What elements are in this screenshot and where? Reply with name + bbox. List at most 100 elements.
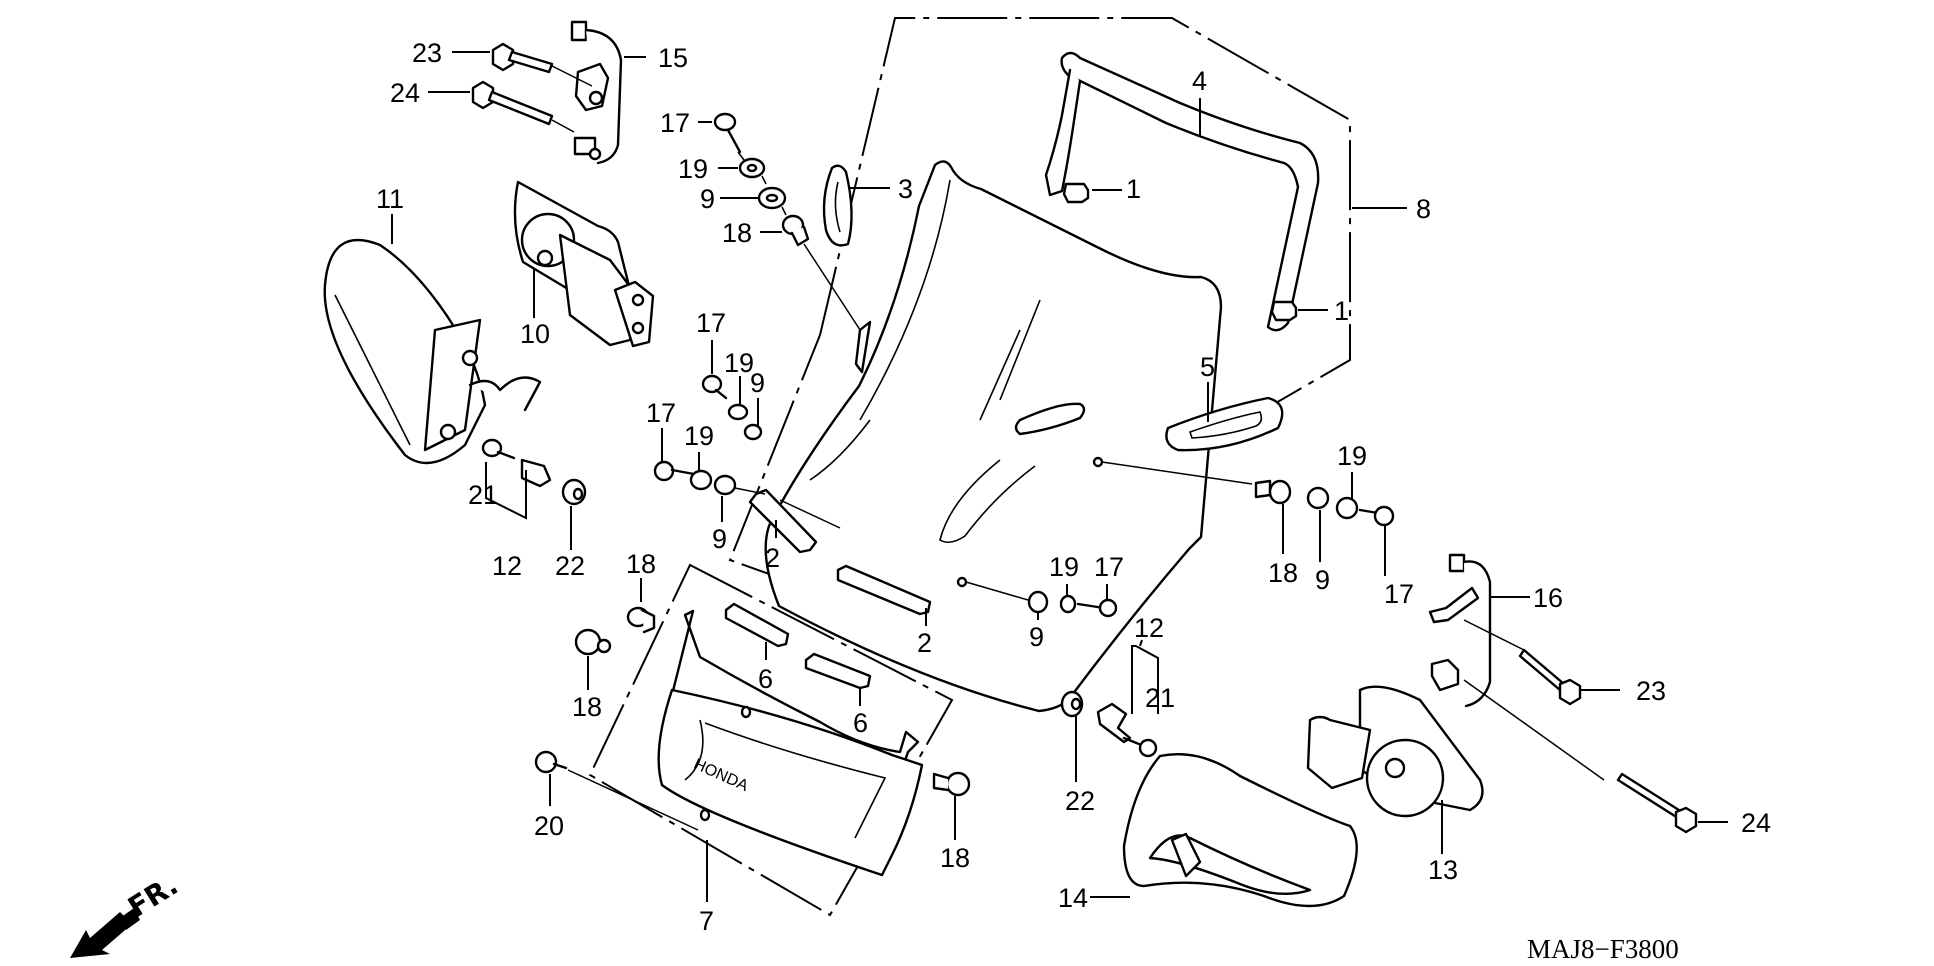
mirror-left[interactable] — [513, 180, 655, 348]
callout-21: 21 — [1145, 683, 1175, 713]
clip-1-a[interactable] — [1062, 182, 1090, 204]
nut-9-mid[interactable] — [743, 423, 763, 441]
rubber-grommet-5[interactable] — [1165, 396, 1284, 452]
callout-3: 3 — [898, 174, 913, 204]
nut-9-center[interactable] — [1027, 590, 1049, 614]
lower-garnish-7[interactable]: HONDA — [657, 609, 924, 877]
callout-17: 17 — [696, 308, 726, 338]
callout-11: 11 — [376, 184, 404, 214]
spacer-strip-6-b[interactable] — [804, 652, 872, 690]
washer-19-lower[interactable] — [689, 469, 713, 491]
callout-22: 22 — [555, 551, 585, 581]
front-direction-arrow: FR. — [70, 868, 184, 958]
clip-12-left[interactable] — [520, 458, 552, 488]
screw-17-center[interactable] — [1076, 598, 1118, 618]
callout-14: 14 — [1058, 883, 1088, 913]
flange-bolt-23-right[interactable] — [1463, 619, 1582, 706]
nut-22-left[interactable] — [561, 478, 587, 506]
callout-18: 18 — [626, 549, 656, 579]
callout-2: 2 — [765, 543, 780, 573]
callout-9: 9 — [712, 524, 727, 554]
callout-18: 18 — [940, 843, 970, 873]
callout-1: 1 — [1126, 174, 1141, 204]
mirror-right[interactable] — [1306, 685, 1484, 818]
screw-17-mid[interactable] — [701, 374, 728, 400]
screw-17-upper[interactable] — [713, 112, 742, 154]
callout-19: 19 — [1337, 441, 1367, 471]
screw-21-left[interactable] — [481, 438, 516, 460]
callout-2: 2 — [917, 628, 932, 658]
callout-17: 17 — [1094, 552, 1124, 582]
spacer-strip-6-a[interactable] — [724, 602, 790, 648]
callout-16: 16 — [1533, 583, 1563, 613]
nut-9-lower[interactable] — [713, 474, 737, 496]
mirror-cover-right[interactable] — [1122, 753, 1358, 908]
callout-24: 24 — [1741, 808, 1771, 838]
callout-24: 24 — [390, 78, 420, 108]
callout-17: 17 — [646, 398, 676, 428]
callout-20: 20 — [534, 811, 564, 841]
callout-1: 1 — [1334, 296, 1349, 326]
screw-17-lower[interactable] — [653, 460, 696, 482]
spacer-strip-2-a[interactable] — [748, 488, 818, 554]
callout-labels: 23 24 15 17 19 9 18 3 4 1 1 8 11 10 5 17… — [376, 38, 1771, 936]
collar-18-left-b[interactable] — [574, 628, 612, 656]
callout-6: 6 — [853, 708, 868, 738]
collar-18-left-a[interactable] — [626, 606, 656, 634]
diagram-reference-code: MAJ8−F3800 — [1527, 934, 1679, 964]
callout-23: 23 — [1636, 676, 1666, 706]
washer-19-right[interactable] — [1335, 496, 1359, 520]
rubber-grommet-3[interactable] — [822, 164, 853, 247]
callout-19: 19 — [684, 421, 714, 451]
mirror-stay-right[interactable] — [1428, 553, 1492, 708]
clip-12-right[interactable] — [1096, 702, 1132, 744]
callout-19: 19 — [724, 348, 754, 378]
callout-19: 19 — [1049, 552, 1079, 582]
collar-18-garnish-right[interactable] — [932, 771, 971, 797]
nut-9-upper[interactable] — [757, 186, 787, 210]
callout-12: 12 — [492, 551, 522, 581]
callout-9: 9 — [700, 184, 715, 214]
flange-bolt-23-left[interactable] — [491, 42, 593, 87]
nut-22-right[interactable] — [1060, 690, 1084, 718]
collar-18-upper[interactable] — [781, 214, 810, 247]
windscreen-seal-4[interactable] — [1044, 51, 1320, 332]
callout-18: 18 — [722, 218, 752, 248]
callout-18: 18 — [1268, 558, 1298, 588]
leader-lines — [391, 51, 1728, 902]
collar-18-right[interactable] — [1254, 479, 1292, 505]
callout-9: 9 — [1315, 565, 1330, 595]
clip-1-b[interactable] — [1270, 300, 1298, 322]
callout-15: 15 — [658, 43, 688, 73]
washer-19-center[interactable] — [1059, 594, 1077, 614]
callout-12: 12 — [1134, 613, 1164, 643]
flange-bolt-24-right[interactable] — [1463, 679, 1698, 834]
callout-13: 13 — [1428, 855, 1458, 885]
callout-23: 23 — [412, 38, 442, 68]
callout-17: 17 — [1384, 579, 1414, 609]
callout-17: 17 — [660, 108, 690, 138]
nut-9-right[interactable] — [1306, 486, 1330, 510]
callout-8: 8 — [1416, 194, 1431, 224]
washer-19-mid[interactable] — [727, 403, 749, 421]
windscreen[interactable] — [764, 160, 1223, 713]
callout-9: 9 — [1029, 622, 1044, 652]
callout-18: 18 — [572, 692, 602, 722]
screw-20[interactable] — [534, 750, 699, 831]
screw-17-right-head — [1373, 505, 1395, 527]
assembly-outline-7 — [588, 563, 954, 917]
spacer-strip-2-b[interactable] — [836, 564, 932, 616]
callout-9: 9 — [750, 368, 765, 398]
mirror-cover-left[interactable] — [323, 238, 542, 465]
washer-19-upper[interactable] — [738, 157, 766, 179]
mirror-stay-left[interactable] — [570, 20, 623, 165]
callout-6: 6 — [758, 664, 773, 694]
screw-21-right[interactable] — [1122, 736, 1158, 758]
flange-bolt-24-left[interactable] — [471, 80, 575, 133]
callout-22: 22 — [1065, 786, 1095, 816]
callout-5: 5 — [1200, 352, 1215, 382]
callout-7: 7 — [699, 906, 714, 936]
callout-19: 19 — [678, 154, 708, 184]
callout-10: 10 — [520, 319, 550, 349]
